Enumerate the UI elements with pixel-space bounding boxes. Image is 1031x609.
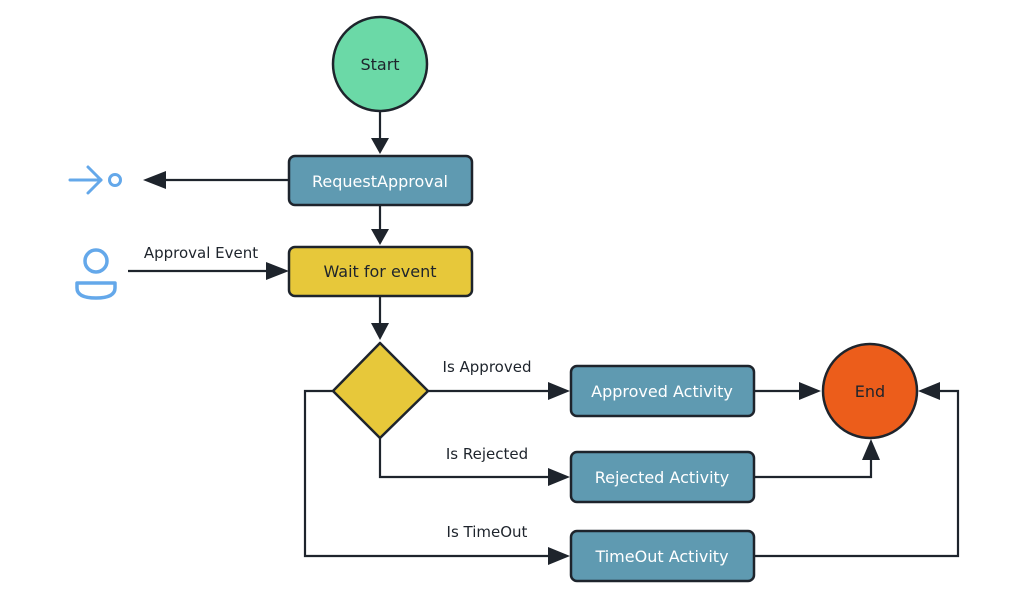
arrowhead-approved: [548, 382, 570, 400]
approved-activity-node: Approved Activity: [569, 364, 756, 418]
edge-timeout-to-end: [754, 389, 960, 558]
arrowheads: [143, 138, 940, 565]
request-approval-node: RequestApproval: [287, 154, 474, 207]
arrowhead-request: [371, 138, 389, 154]
arrowhead-user-to-wait: [266, 262, 289, 280]
arrowhead-end-bottom: [862, 439, 880, 460]
is-approved-label: Is Approved: [443, 358, 532, 376]
arrowhead-wait: [371, 229, 389, 245]
timeout-activity-node: TimeOut Activity: [569, 529, 756, 583]
start-node: Start: [331, 15, 429, 113]
user-icon: [75, 248, 117, 300]
decision-node: [331, 341, 430, 440]
arrowhead-rejected: [548, 468, 570, 486]
edge-rejected-to-end: [754, 457, 873, 479]
start-label: Start: [360, 55, 399, 74]
end-node: End: [821, 342, 919, 440]
is-timeout-label: Is TimeOut: [447, 523, 528, 541]
arrowhead-timeout: [548, 547, 570, 565]
approved-activity-label: Approved Activity: [591, 382, 733, 401]
rejected-activity-node: Rejected Activity: [569, 450, 756, 504]
send-arrow-icon: [68, 165, 122, 195]
wait-for-event-label: Wait for event: [323, 262, 436, 281]
rejected-activity-label: Rejected Activity: [595, 468, 730, 487]
arrowhead-end-left: [799, 382, 821, 400]
arrowhead-decision: [371, 323, 389, 340]
timeout-activity-label: TimeOut Activity: [594, 547, 728, 566]
arrowhead-end-right: [918, 382, 940, 400]
arrowhead-send: [143, 171, 166, 189]
approval-event-label: Approval Event: [144, 244, 258, 262]
is-rejected-label: Is Rejected: [446, 445, 528, 463]
request-approval-label: RequestApproval: [312, 172, 448, 191]
edge-decision-to-rejected: [378, 438, 552, 479]
end-label: End: [855, 382, 885, 401]
wait-for-event-node: Wait for event: [287, 245, 474, 298]
edge-decision-to-timeout: [303, 389, 552, 558]
edges: [128, 112, 960, 558]
